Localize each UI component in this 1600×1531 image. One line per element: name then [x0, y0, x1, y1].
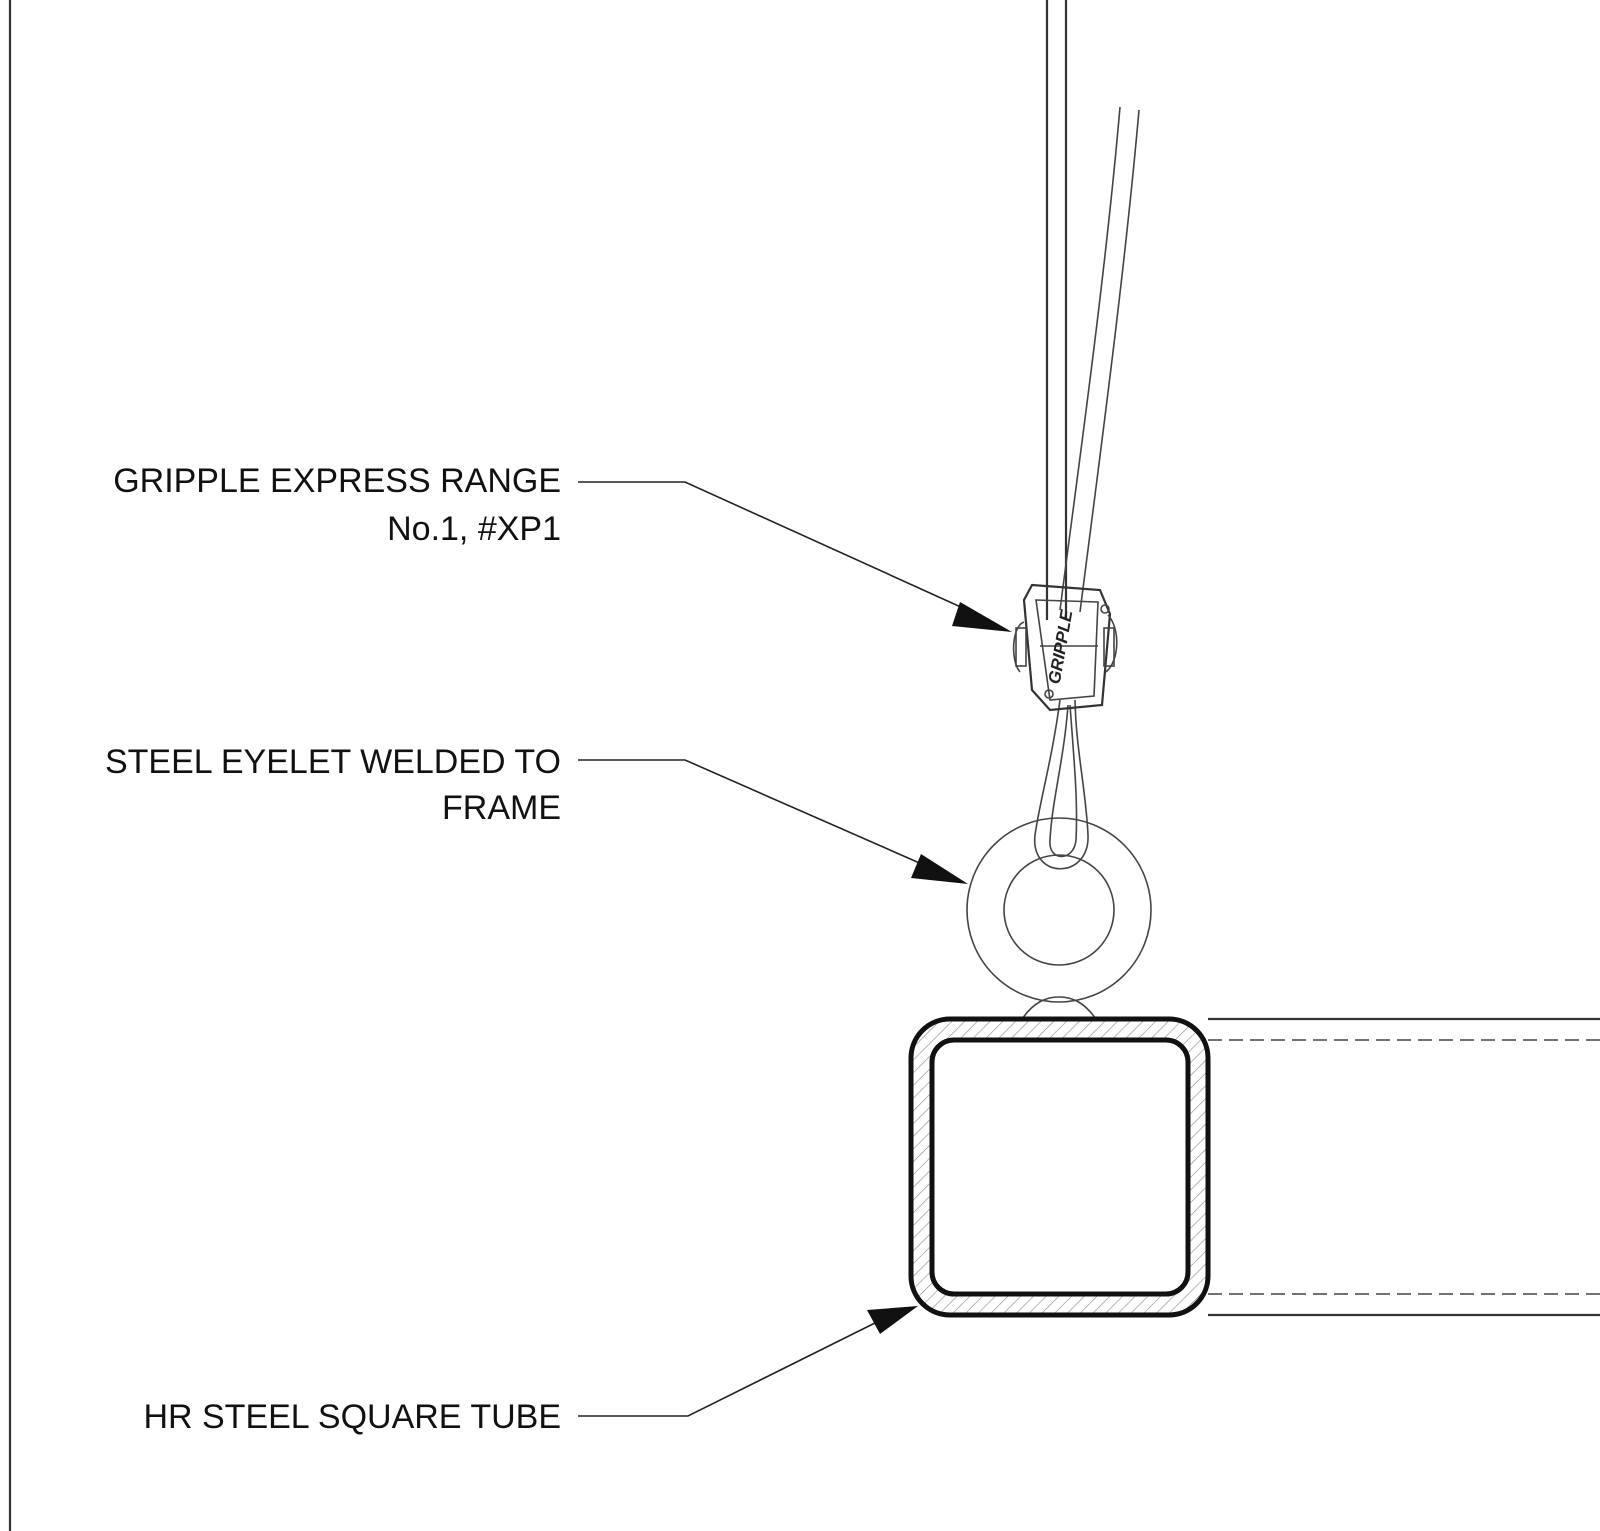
callout-eyelet-line2: FRAME	[442, 789, 561, 827]
callout-gripple-line2: No.1, #XP1	[387, 510, 561, 548]
frame-member	[1208, 1017, 1600, 1317]
steel-eyelet	[966, 817, 1152, 1020]
suspension-wire	[1034, 106, 1140, 870]
leader-gripple	[578, 481, 1012, 632]
callout-gripple-line1: GRIPPLE EXPRESS RANGE	[113, 462, 561, 500]
callout-tube-line1: HR STEEL SQUARE TUBE	[143, 1398, 561, 1436]
square-tube	[908, 1016, 1211, 1318]
leader-eyelet	[578, 759, 968, 884]
leader-tube	[578, 1306, 918, 1417]
callout-eyelet-line1: STEEL EYELET WELDED TO	[105, 743, 561, 781]
support-rod	[1045, 0, 1068, 620]
